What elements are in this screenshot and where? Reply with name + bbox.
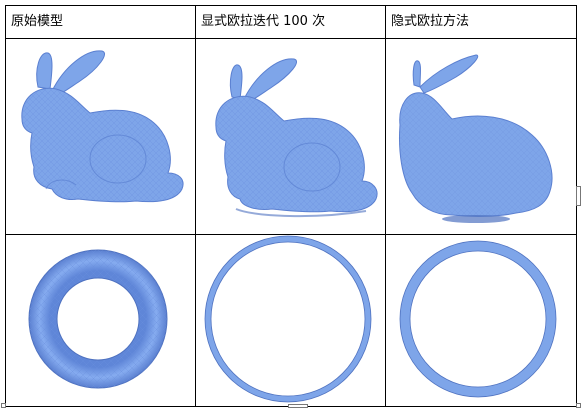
- bunny-explicit-euler-cell: [196, 39, 385, 234]
- resize-handle-right-middle[interactable]: [576, 186, 581, 206]
- torus-implicit-euler-image: [399, 240, 557, 398]
- resize-handle-bottom-right[interactable]: [576, 403, 581, 408]
- header-original-model: 原始模型: [11, 14, 64, 29]
- bunny-implicit-euler-cell: [386, 39, 576, 234]
- torus-original-image: [28, 249, 168, 389]
- torus-explicit-euler-cell: [196, 235, 385, 406]
- header-implicit-euler: 隐式欧拉方法: [391, 14, 470, 29]
- torus-original-cell: [6, 235, 195, 406]
- torus-implicit-euler-cell: [386, 235, 576, 406]
- bunny-explicit-euler-image: [215, 58, 378, 218]
- bunny-implicit-euler-image: [399, 54, 553, 223]
- column-divider: [195, 6, 196, 406]
- bunny-original-image: [21, 50, 184, 203]
- bunny-original-cell: [6, 39, 195, 234]
- row-divider: [6, 234, 576, 235]
- resize-handle-bottom-middle[interactable]: [288, 404, 308, 408]
- header-explicit-euler: 显式欧拉迭代 100 次: [201, 14, 326, 29]
- row-divider: [6, 38, 576, 39]
- comparison-table: 原始模型 显式欧拉迭代 100 次 隐式欧拉方法: [5, 5, 577, 407]
- torus-explicit-euler-image: [204, 235, 372, 403]
- resize-handle-bottom-left[interactable]: [1, 403, 6, 408]
- column-divider: [385, 6, 386, 406]
